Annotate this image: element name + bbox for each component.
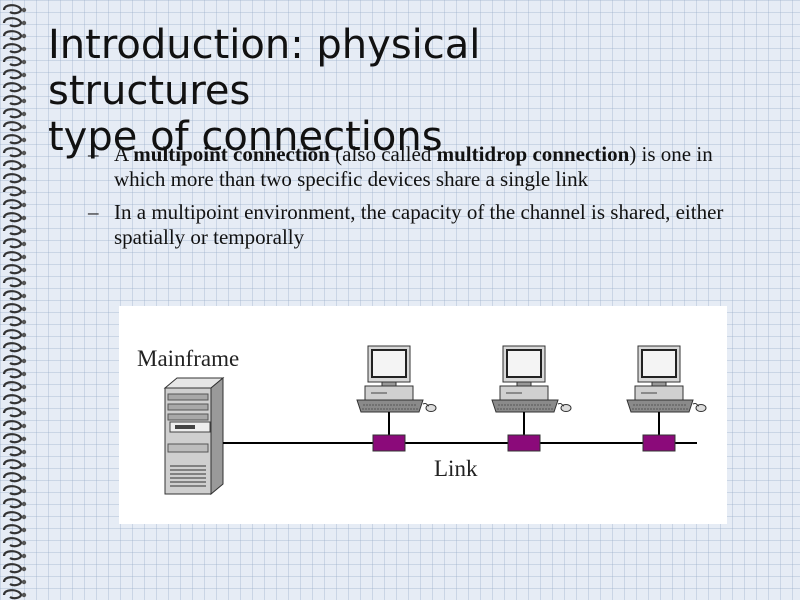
workstation-icon [491,345,572,435]
link-tap [507,434,541,452]
title-line-3: type of connections [48,114,443,160]
title-line-2: structures [48,68,251,114]
bullet-list: – A multipoint connection (also called m… [88,142,768,258]
link-label: Link [434,456,478,481]
link-tap [642,434,676,452]
term-multidrop: multidrop connection [436,142,630,166]
multipoint-diagram: Mainframe [119,306,727,524]
bullet-text: A multipoint connection (also called mul… [114,142,713,191]
mainframe-label: Mainframe [137,346,239,371]
workstation-icon [626,345,707,435]
bullet-marker: – [88,142,99,166]
spiral-binding [2,4,27,600]
term-multipoint: multipoint connection [133,142,330,166]
bullet-marker: – [88,200,99,224]
bullet-item: – In a multipoint environment, the capac… [88,200,768,250]
title-line-1: Introduction: physical [48,22,481,68]
workstation-icon [356,345,437,435]
bullet-text: In a multipoint environment, the capacit… [114,200,724,249]
mainframe-icon [163,376,225,496]
bullet-item: – A multipoint connection (also called m… [88,142,768,192]
slide-title: Introduction: physical structures type o… [48,22,608,160]
link-tap [372,434,406,452]
